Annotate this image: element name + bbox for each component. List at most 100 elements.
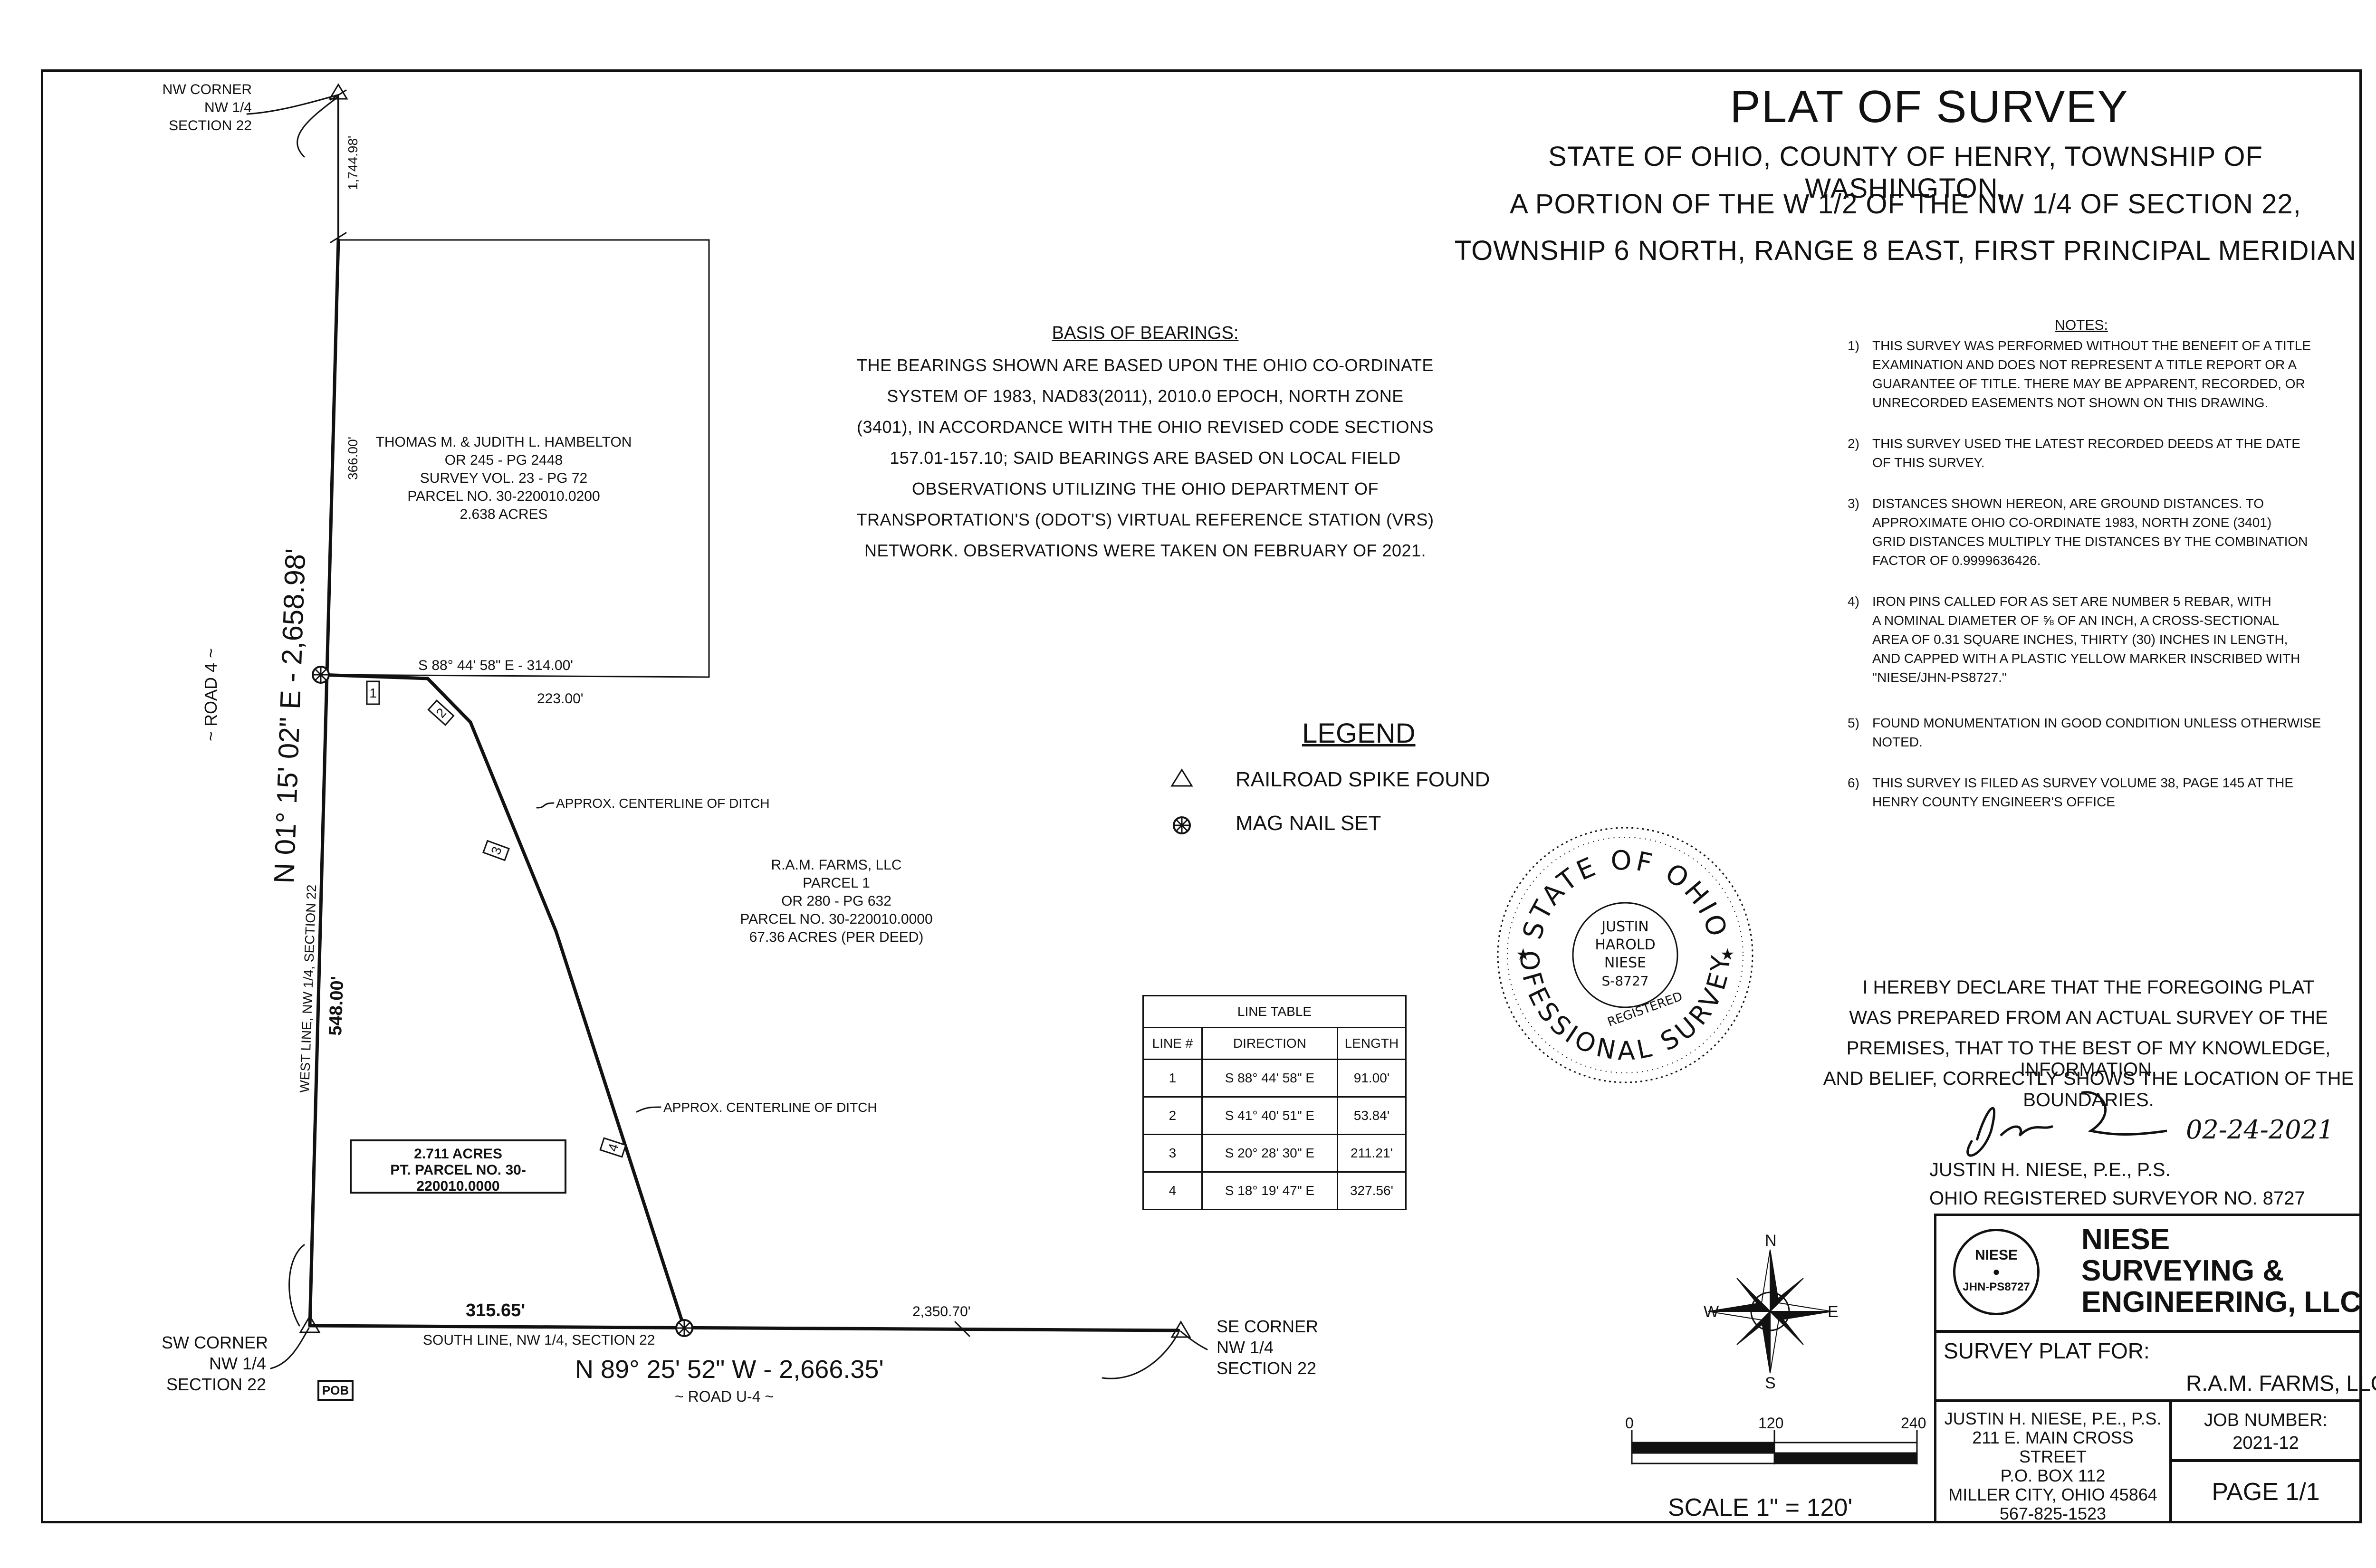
note-2-num: 2) — [1848, 436, 1859, 451]
line-table-cell: S 88° 44' 58" E — [1201, 1059, 1338, 1098]
note-3-num: 3) — [1848, 496, 1859, 511]
line-table-header-line: LINE # — [1142, 1027, 1203, 1060]
se-corner-line-2: NW 1/4 — [1217, 1338, 1274, 1357]
title-line-1: STATE OF OHIO, COUNTY OF HENRY, TOWNSHIP… — [1548, 141, 2263, 204]
dim-tick-south — [954, 1321, 970, 1337]
note-5-num: 5) — [1848, 716, 1859, 730]
note-4-line-5: "NIESE/JHN-PS8727." — [1872, 670, 2007, 685]
acres-box-line-2: PT. PARCEL NO. 30-220010.0000 — [390, 1162, 526, 1194]
legend-nail-star — [1173, 817, 1190, 834]
south-bearing-label: N 89° 25' 52" W - 2,666.35' — [575, 1355, 884, 1384]
company-name-line-2: SURVEYING & — [2081, 1254, 2284, 1287]
page-number: PAGE 1/1 — [2212, 1478, 2320, 1506]
note-1-line-2: EXAMINATION AND DOES NOT REPRESENT A TIT… — [1872, 357, 2297, 372]
notes-heading: NOTES: — [2055, 317, 2108, 333]
note-2-line-1: THIS SURVEY USED THE LATEST RECORDED DEE… — [1872, 436, 2300, 451]
hambelton-parcel — [337, 239, 710, 678]
plat-title: PLAT OF SURVEY — [1730, 81, 2129, 132]
legend-spike-label: RAILROAD SPIKE FOUND — [1236, 768, 1490, 791]
sw-leader — [270, 1327, 310, 1369]
line-tag-1: 1 — [366, 680, 380, 705]
se-leader-2 — [1102, 1332, 1179, 1379]
survey-for-label: SURVEY PLAT FOR: — [1944, 1339, 2150, 1363]
hambelton-label: THOMAS M. & JUDITH L. HAMBELTON OR 245 -… — [361, 433, 646, 524]
ram-farms-label: R.A.M. FARMS, LLC PARCEL 1 OR 280 - PG 6… — [689, 856, 984, 947]
nw-corner-line-2: NW 1/4 — [204, 100, 252, 115]
se-corner-label: SE CORNER NW 1/4 SECTION 22 — [1217, 1316, 1318, 1379]
dist-223-label: 223.00' — [537, 691, 584, 707]
note-6-line-1: THIS SURVEY IS FILED AS SURVEY VOLUME 38… — [1872, 775, 2293, 790]
line-table-header-length: LENGTH — [1336, 1027, 1407, 1060]
compass-s: S — [1765, 1374, 1776, 1392]
line-tag-3: 3 — [482, 840, 510, 861]
line-table-cell: 2 — [1142, 1096, 1203, 1135]
signer-name: JUSTIN H. NIESE, P.E., P.S. — [1929, 1159, 2171, 1180]
company-name-line-1: NIESE — [2081, 1223, 2170, 1256]
note-4-line-2: A NOMINAL DIAMETER OF ⅝ OF AN INCH, A CR… — [1872, 613, 2280, 628]
note-1-line-3: GUARANTEE OF TITLE. THERE MAY BE APPAREN… — [1872, 376, 2305, 391]
signature-mark — [1966, 1091, 2167, 1157]
line-table-cell: 4 — [1142, 1171, 1203, 1210]
line-table-title: LINE TABLE — [1142, 995, 1407, 1028]
legend-spike-icon — [1170, 768, 1193, 787]
note-1-num: 1) — [1848, 338, 1859, 353]
nw-leader-2 — [297, 96, 338, 158]
compass-rose-icon — [1708, 1249, 1832, 1374]
ditch2-leader — [636, 1106, 661, 1113]
declaration-line-1: I HEREBY DECLARE THAT THE FOREGOING PLAT — [1862, 977, 2315, 998]
nw-leader — [246, 94, 338, 115]
hambelton-line-2: OR 245 - PG 2448 — [444, 452, 563, 468]
note-4-num: 4) — [1848, 594, 1859, 609]
sheet-border — [41, 69, 2362, 1523]
ditch1-leader — [536, 802, 555, 809]
parcel-boundary — [319, 673, 686, 1330]
sw-corner-label: SW CORNER NW 1/4 SECTION 22 — [162, 1332, 268, 1395]
seal-star-right-icon: ★ — [1720, 946, 1734, 964]
se-corner-line-1: SE CORNER — [1217, 1317, 1319, 1336]
scale-mid: 120 — [1758, 1415, 1783, 1432]
ram-farms-line-5: 67.36 ACRES (PER DEED) — [749, 929, 924, 945]
basis-line-3: (3401), IN ACCORDANCE WITH THE OHIO REVI… — [856, 417, 1434, 437]
table-row: 1 S 88° 44' 58" E 91.00' — [1142, 1059, 1407, 1098]
line-table-cell: 1 — [1142, 1059, 1203, 1098]
seal-number: S-8727 — [1601, 973, 1648, 989]
line-table-cell: S 18° 19' 47" E — [1201, 1171, 1338, 1210]
bearing-north-label: S 88° 44' 58" E - 314.00' — [418, 658, 573, 673]
note-6-line-2: HENRY COUNTY ENGINEER'S OFFICE — [1872, 794, 2115, 809]
basis-line-7: NETWORK. OBSERVATIONS WERE TAKEN ON FEBR… — [864, 541, 1427, 560]
job-number-label: JOB NUMBER: — [2204, 1410, 2328, 1430]
line-table-cell: 327.56' — [1336, 1171, 1407, 1210]
north-line — [320, 674, 710, 678]
logo-dot-icon: ● — [1993, 1264, 2000, 1279]
basis-line-4: 157.01-157.10; SAID BEARINGS ARE BASED O… — [890, 448, 1401, 468]
acres-box: 2.711 ACRES PT. PARCEL NO. 30-220010.000… — [350, 1139, 566, 1194]
note-1-line-4: UNRECORDED EASEMENTS NOT SHOWN ON THIS D… — [1872, 395, 2269, 410]
legend-nail-label: MAG NAIL SET — [1236, 812, 1381, 835]
road4-label: ~ ROAD 4 ~ — [201, 648, 220, 741]
dist-366-label: 366.00' — [345, 437, 360, 480]
road-u4-label: ~ ROAD U-4 ~ — [675, 1388, 774, 1405]
nail-south-star — [676, 1319, 693, 1337]
sw-corner-line-3: SECTION 22 — [166, 1375, 266, 1394]
note-5-line-1: FOUND MONUMENTATION IN GOOD CONDITION UN… — [1872, 716, 2321, 730]
note-4-line-3: AREA OF 0.31 SQUARE INCHES, THIRTY (30) … — [1872, 632, 2288, 647]
hambelton-line-1: THOMAS M. & JUDITH L. HAMBELTON — [375, 434, 632, 450]
declaration-line-4: AND BELIEF, CORRECTLY SHOWS THE LOCATION… — [1823, 1068, 2354, 1110]
hambelton-line-4: PARCEL NO. 30-220010.0200 — [407, 488, 600, 504]
note-2-line-2: OF THIS SURVEY. — [1872, 455, 1985, 470]
nw-corner-line-3: SECTION 22 — [168, 118, 252, 134]
line-table-cell: 3 — [1142, 1134, 1203, 1173]
compass-w: W — [1704, 1303, 1719, 1321]
declaration-line-2: WAS PREPARED FROM AN ACTUAL SURVEY OF TH… — [1849, 1007, 2328, 1028]
signer-registration: OHIO REGISTERED SURVEYOR NO. 8727 — [1929, 1188, 2305, 1209]
line-tag-4: 4 — [599, 1137, 627, 1158]
address-line-3: P.O. BOX 112 — [2000, 1466, 2106, 1485]
ram-farms-line-1: R.A.M. FARMS, LLC — [771, 857, 902, 873]
nw-spike-icon — [328, 83, 348, 100]
address-line-4: MILLER CITY, OHIO 45864 — [1948, 1485, 2157, 1504]
dist-2350-label: 2,350.70' — [912, 1304, 971, 1319]
line-table-cell: 211.21' — [1336, 1134, 1407, 1173]
scale-bar — [1631, 1430, 1918, 1464]
monuments — [299, 83, 1191, 1338]
